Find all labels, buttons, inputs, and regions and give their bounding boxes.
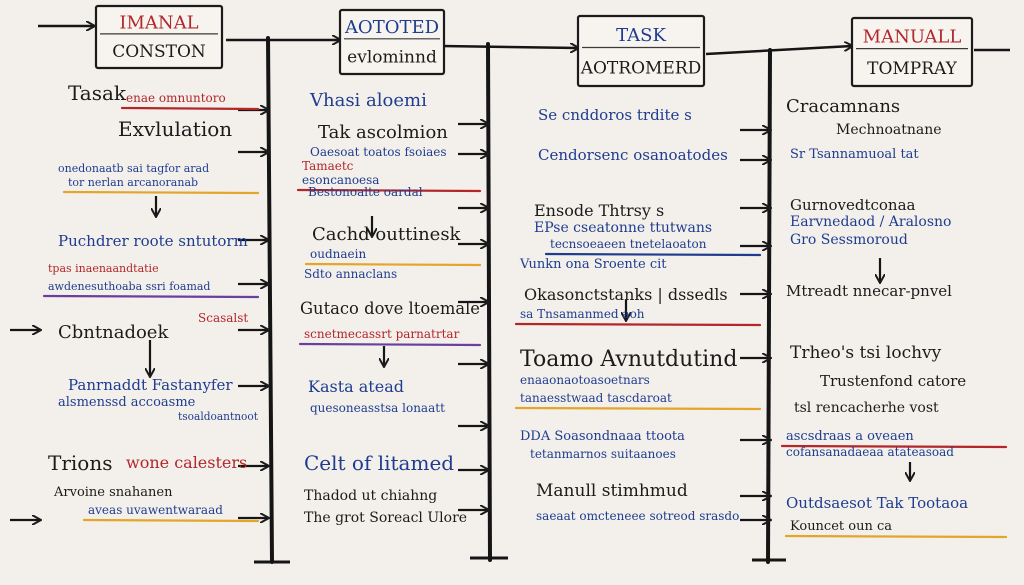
column-2-item: Sdto annaclans: [304, 267, 397, 281]
column-2-item: Tamaetc: [302, 159, 354, 173]
marker-underline: [780, 444, 1008, 449]
header-title: MANUALL: [863, 26, 962, 47]
header-box-4: MANUALL TOMPRAY: [850, 16, 974, 88]
column-1-item: Trions: [48, 451, 112, 475]
header-title: TASK: [616, 25, 666, 46]
column-2-item: quesoneasstsa lonaatt: [310, 401, 445, 415]
column-2-item: esoncanoesa: [302, 173, 379, 187]
column-4-item: cofansanadaeaa atateasoad: [786, 445, 954, 459]
spine-3: [766, 48, 772, 564]
column-2-item: Celt of litamed: [304, 451, 454, 475]
column-3-item: Toamo Avnutdutind: [520, 347, 737, 372]
header-title: AOTOTED: [344, 17, 439, 38]
column-3-item: EPse cseatonne ttutwans: [534, 220, 712, 236]
marker-underline: [298, 342, 482, 347]
header-subtitle: AOTROMERD: [580, 58, 702, 78]
column-4-item: Gro Sessmoroud: [790, 232, 908, 248]
marker-underline: [784, 534, 1008, 539]
header-boxes: IMANAL CONSTON AOTOTED evlominnd TASK AOTROME…: [94, 4, 974, 88]
column-2-item: Bestonoalte oardal: [308, 185, 423, 199]
marker-underline: [120, 106, 260, 111]
column-2-item: Thadod ut chiahng: [304, 488, 437, 504]
column-1-item: wone calesters: [126, 453, 247, 472]
column-3-item: Okasonctstanks | dssedls: [524, 285, 728, 304]
column-2-item: Gutaco dove ltoemale: [300, 299, 480, 319]
column-4-item: Earvnedaod / Aralosno: [790, 214, 951, 230]
column-2-item: Cachd outtinesk: [312, 224, 462, 245]
column-1-item: Scasalst: [198, 311, 248, 325]
header-subtitle: TOMPRAY: [867, 59, 958, 79]
column-1-item: Panrnaddt Fastanyfer: [68, 376, 233, 394]
column-4-item: ascsdraas a oveaen: [786, 429, 914, 444]
column-2-item: oudnaein: [310, 247, 366, 261]
column-3-item: Ensode Thtrsy s: [534, 201, 664, 220]
column-1-item: Arvoine snahanen: [53, 485, 173, 500]
column-4-item: Cracamnans: [786, 96, 900, 117]
column-2-item: scnetmecassrt parnatrtar: [304, 327, 460, 341]
column-3-item: Manull stimhmud: [536, 481, 688, 501]
column-1-item: tsoaldoantnoot: [178, 410, 259, 423]
header-connectors: [38, 26, 1010, 56]
column-3-item: tecnsoeaeen tnetelaoaton: [550, 237, 707, 251]
header-subtitle: evlominnd: [347, 47, 437, 67]
column-3-item: Cendorsenc osanoatodes: [538, 146, 728, 164]
header-box-1: IMANAL CONSTON: [94, 4, 224, 70]
column-3-item: enaaonaotoasoetnars: [520, 373, 650, 387]
column-1-item: alsmenssd accoasme: [58, 395, 196, 410]
column-2-item: Oaesoat toatos fsoiaes: [310, 145, 447, 159]
header-box-3: TASK AOTROMERD: [576, 14, 706, 88]
column-4-item: Trustenfond catore: [820, 372, 966, 390]
column-3: Se cnddoros trdite s Cendorsenc osanoatod…: [514, 106, 762, 523]
column-3-item: DDA Soasondnaaa ttoota: [520, 429, 685, 444]
column-1-item: Tasak: [68, 81, 127, 105]
column-4-item: Trheo's tsi lochvy: [790, 343, 942, 363]
column-1-item: tor nerlan arcanoranab: [68, 176, 198, 189]
marker-underline: [42, 294, 260, 299]
column-1-item: Cbntnadoek: [58, 322, 169, 343]
marker-underline: [82, 518, 260, 523]
marker-underline: [514, 322, 762, 327]
marker-underline: [62, 190, 260, 195]
column-4-item: Sr Tsannamuoal tat: [790, 147, 919, 162]
column-2-item: The grot Soreacl Ulore: [304, 510, 467, 526]
column-4-item: Gurnovedtconaa: [790, 196, 916, 214]
column-3-item: saeaat omcteneee sotreod srasdo: [536, 509, 739, 523]
column-1-item: aveas uvawentwaraad: [88, 503, 223, 517]
column-1-item: Exvlulation: [118, 117, 232, 141]
column-3-item: tanaesstwaad tascdaroat: [520, 391, 672, 405]
marker-underline: [544, 252, 762, 257]
column-4-item: Kouncet oun ca: [790, 519, 892, 534]
column-2-item: Kasta atead: [308, 377, 404, 396]
spine-1: [266, 36, 274, 564]
header-subtitle: CONSTON: [112, 42, 206, 62]
spine-feet: [254, 556, 786, 564]
marker-underline: [514, 406, 762, 411]
marker-underline: [296, 188, 482, 193]
marker-underline: [304, 262, 482, 267]
column-4-item: Mtreadt nnecar-pnvel: [786, 282, 952, 300]
column-3-item: sa Tnsamanmed aoh: [520, 307, 645, 321]
spine-2: [486, 42, 492, 562]
column-1-item: tpas inaenaandtatie: [48, 262, 159, 275]
column-2-item: Tak ascolmion: [318, 122, 448, 143]
header-title: IMANAL: [119, 12, 198, 33]
column-4-item: Outdsaesot Tak Tootaoa: [786, 494, 968, 512]
column-1-item: Puchdrer roote sntutorm: [58, 232, 248, 250]
column-2-item: Vhasi aloemi: [309, 90, 427, 111]
column-1-item: enae omnuntoro: [126, 91, 226, 105]
column-1-item: onedonaatb sai tagfor arad: [58, 162, 209, 175]
column-4-item: tsl rencacherhe vost: [794, 400, 939, 416]
column-3-item: tetanmarnos suitaanoes: [530, 447, 676, 461]
column-1-item: awdenesuthoaba ssri foamad: [48, 280, 210, 293]
header-box-2: AOTOTED evlominnd: [338, 8, 446, 76]
column-3-item: Vunkn ona Sroente cit: [519, 257, 667, 272]
column-3-item: Se cnddoros trdite s: [538, 106, 692, 124]
column-4-item: Mechnoatnane: [836, 122, 942, 138]
